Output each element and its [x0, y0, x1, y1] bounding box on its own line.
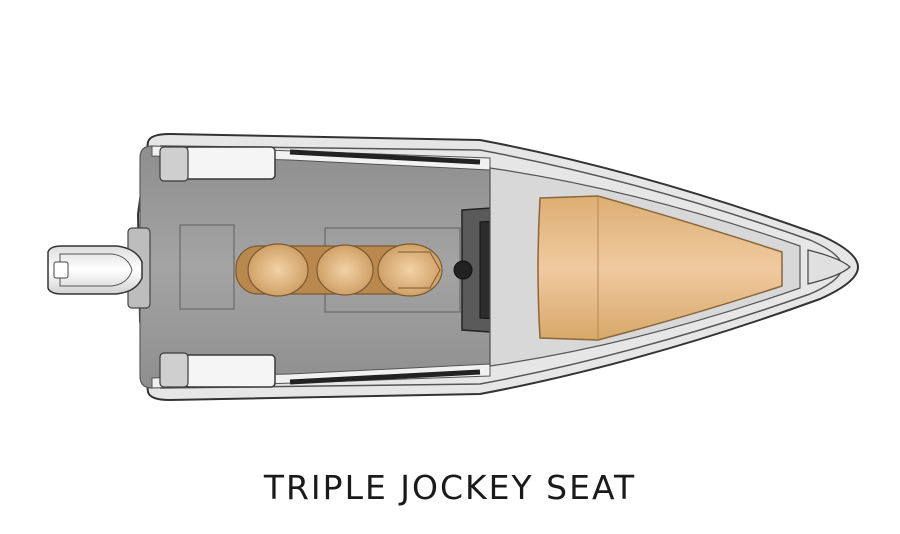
jockey-seat-2: [316, 244, 374, 296]
stern-locker-top: [184, 146, 276, 180]
steering-wheel-icon: [453, 260, 473, 280]
outboard-motor: [47, 245, 143, 295]
bow-cushion: [537, 195, 783, 341]
jockey-seat-3: [377, 243, 443, 297]
triple-jockey-seat: [235, 243, 443, 297]
jockey-seat-1: [247, 243, 309, 297]
stern-locker-bottom: [184, 354, 276, 388]
figure-caption: TRIPLE JOCKEY SEAT: [263, 468, 637, 507]
floor-hatch-aft: [179, 224, 235, 310]
